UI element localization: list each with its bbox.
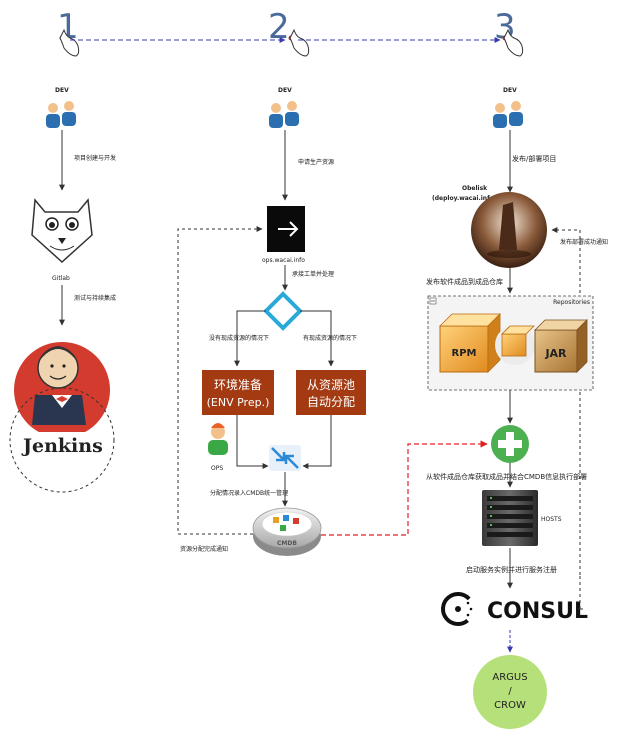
obelisk-icon	[471, 192, 547, 268]
pointing-hand-icon	[59, 28, 80, 57]
accept-ticket-label: 承接工单并处理	[292, 270, 334, 278]
jenkins-label: Jenkins	[21, 435, 103, 457]
resource-pool-subtitle: 自动分配	[307, 395, 355, 409]
pointing-hand-icon	[289, 28, 310, 57]
consul-label: CONSUL	[487, 599, 588, 624]
jenkins-logo	[9, 342, 115, 493]
merge-arrows-icon	[269, 445, 301, 471]
obelisk-site: (deploy.wacai.info)	[432, 195, 497, 202]
jar-package-icon: JAR	[534, 319, 588, 373]
ops-label: OPS	[211, 465, 223, 472]
ops-site-label: ops.wacai.info	[262, 257, 305, 264]
dev-column-2: DEV	[269, 87, 299, 128]
step-1-marker: 1	[57, 7, 80, 57]
argus-separator: /	[508, 686, 512, 697]
record-cmdb-label: 分配情况录入CMDB统一管理	[210, 489, 288, 497]
dev-label: DEV	[503, 87, 517, 94]
cmdb-to-deploy-link	[321, 440, 488, 536]
resource-pool-box: 从资源池 自动分配	[296, 370, 366, 415]
dev-label: DEV	[278, 87, 292, 94]
env-prep-title: 环境准备	[214, 377, 262, 392]
deploy-success-label: 发布部署成功通知	[560, 238, 608, 246]
publish-deploy-label: 发布/部署项目	[512, 154, 556, 163]
argus-label: ARGUS	[492, 672, 527, 683]
users-icon	[269, 101, 299, 128]
jenkins-text-backdrop	[20, 432, 106, 458]
step-3-marker: 3	[494, 7, 524, 57]
cmdb-label: CMDB	[277, 540, 297, 547]
step-2-marker: 2	[268, 7, 310, 57]
crow-label: CROW	[494, 700, 526, 711]
gitlab-fox-icon	[31, 198, 93, 264]
rpm-label: RPM	[452, 348, 477, 359]
start-register-label: 启动服务实例并进行服务注册	[466, 565, 557, 574]
step-number: 2	[268, 7, 290, 47]
ops-user-icon	[208, 423, 228, 455]
test-ci-label: 测试与持续集成	[74, 294, 116, 302]
gitlab-label: Gitlab	[52, 275, 70, 282]
env-prep-box: 环境准备 (ENV Prep.)	[202, 370, 274, 415]
create-project-label: 项目创建与开发	[74, 154, 116, 162]
decision-diamond	[263, 291, 303, 331]
dev-column-3: DEV	[493, 87, 523, 128]
argus-crow-node: ARGUS / CROW	[473, 655, 547, 729]
ops-portal-icon	[267, 206, 305, 252]
has-resource-label: 有现成资源的情况下	[303, 334, 357, 342]
alloc-notify-label: 资源分配完成通知	[180, 545, 228, 553]
rpm-package-icon: RPM	[439, 313, 501, 373]
deploy-plus-icon	[491, 425, 529, 463]
consul-logo: CONSUL	[440, 592, 588, 626]
hosts-label: HOSTS	[541, 516, 562, 523]
users-icon	[493, 101, 523, 128]
repositories-label: Repositories	[553, 299, 590, 306]
jar-label: JAR	[544, 347, 567, 360]
publish-artifact-label: 发布软件成品到成品仓库	[426, 277, 503, 286]
cmdb-icon: CMDB	[252, 507, 322, 556]
apply-resource-label: 申请生产资源	[298, 158, 334, 166]
env-prep-subtitle: (ENV Prep.)	[207, 396, 270, 409]
alloc-notify-loop	[177, 226, 263, 535]
generic-package-icon	[495, 325, 535, 365]
deploy-success-loop	[551, 227, 581, 575]
dev-column-1: DEV	[46, 87, 76, 128]
dev-label: DEV	[55, 87, 69, 94]
fetch-deploy-label: 从软件成品仓库获取成品并结合CMDB信息执行部署	[426, 472, 587, 481]
hosts-server-icon	[482, 490, 538, 546]
pointing-hand-icon	[503, 28, 524, 57]
repositories-panel: Repositories RPM JAR	[427, 295, 594, 391]
no-resource-label: 没有现成资源的情况下	[209, 334, 269, 342]
users-icon	[46, 101, 76, 128]
resource-pool-title: 从资源池	[307, 378, 355, 392]
obelisk-name: Obelisk	[462, 185, 488, 192]
